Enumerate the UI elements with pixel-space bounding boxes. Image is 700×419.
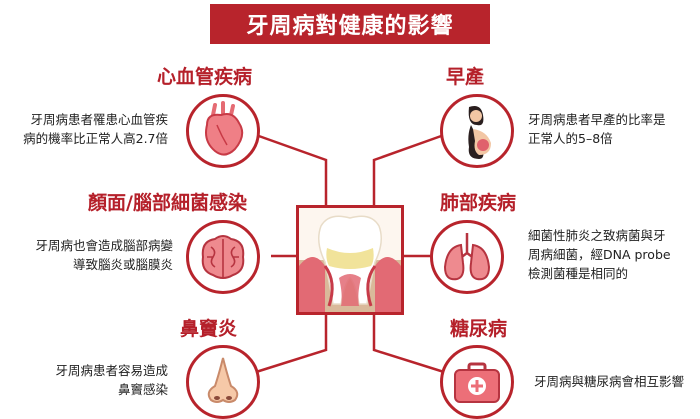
tooth-gum-icon	[299, 208, 401, 312]
icon-circle-nose	[186, 345, 260, 419]
connector-diabetes	[372, 315, 445, 374]
desc-sinus: 牙周病患者容易造成 鼻竇感染	[55, 363, 168, 397]
heading-heart: 心血管疾病	[157, 66, 253, 88]
icon-circle-preterm	[440, 94, 514, 168]
connector-heart	[255, 133, 328, 205]
heading-sinus: 鼻竇炎	[180, 318, 238, 340]
connector-preterm	[372, 133, 445, 205]
page-title-text: 牙周病對健康的影響	[246, 14, 454, 39]
icon-circle-diabetes	[440, 345, 514, 419]
desc-preterm: 牙周病患者早產的比率是 正常人的5–8倍	[528, 112, 666, 146]
desc-lung: 細菌性肺炎之致病菌與牙 周病細菌，經DNA probe 檢測菌種是相同的	[528, 228, 671, 281]
heading-preterm: 早產	[446, 66, 485, 88]
icon-circle-lung	[430, 220, 504, 294]
heart-icon	[205, 101, 244, 156]
heading-brain: 顏面/腦部細菌感染	[88, 192, 247, 214]
pregnant-woman-icon	[468, 106, 491, 159]
heading-diabetes: 糖尿病	[450, 318, 508, 340]
heading-lung: 肺部疾病	[440, 192, 517, 214]
lungs-icon	[443, 233, 491, 281]
desc-diabetes: 牙周病與糖尿病會相互影響	[534, 374, 685, 389]
brain-icon	[201, 235, 245, 279]
desc-brain: 牙周病也會造成腦部病變 導致腦炎或腦膜炎	[35, 238, 173, 272]
medical-kit-icon	[454, 362, 500, 403]
icon-circle-brain	[186, 220, 260, 294]
desc-heart: 牙周病患者罹患心血管疾 病的機率比正常人高2.7倍	[23, 112, 168, 146]
nose-icon	[207, 357, 239, 403]
icon-circle-heart	[186, 94, 260, 168]
center-tooth-box	[296, 205, 404, 315]
page-title: 牙周病對健康的影響	[210, 4, 490, 44]
connector-sinus	[255, 315, 328, 374]
